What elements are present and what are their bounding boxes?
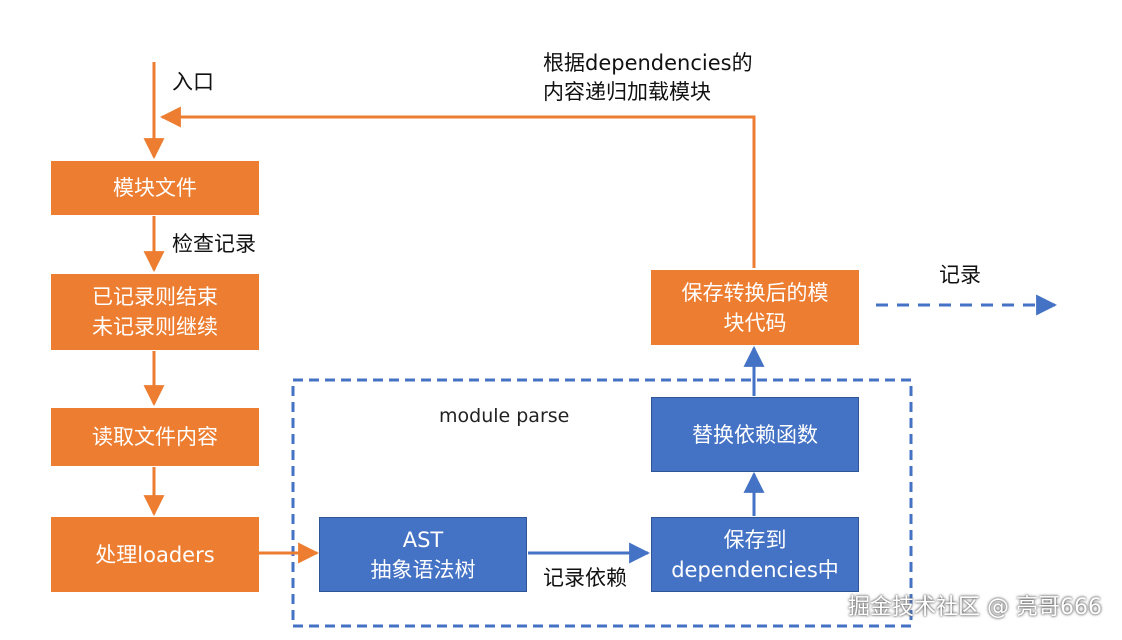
module-parse-group-border [291,378,913,628]
check-result-line-2: 未记录则继续 [92,315,218,339]
replace-deps-text: 替换依赖函数 [692,422,818,447]
save-code-node: 保存转换后的模 块代码 [651,270,859,345]
replace-deps-node: 替换依赖函数 [651,397,859,472]
recursive-load-arrow [159,106,756,268]
loaders-node: 处理loaders [51,517,259,592]
save-deps-line-2: dependencies中 [671,557,839,582]
recursive-load-line-1: 根据dependencies的 [543,51,753,75]
watermark: 掘金技术社区 @ 亮哥666 [848,595,1102,620]
save-code-line-1: 保存转换后的模 [681,280,829,305]
check-result-line-1: 已记录则结束 [92,285,218,309]
save-deps-node: 保存到 dependencies中 [651,517,859,592]
ast-line-1: AST [402,527,444,552]
recursive-load-label: 根据dependencies的 内容递归加载模块 [543,49,753,107]
save-code-line-2: 块代码 [723,310,787,335]
loaders-text: 处理loaders [95,542,215,567]
recursive-load-line-2: 内容递归加载模块 [543,80,711,104]
check-record-label: 检查记录 [172,232,256,256]
module-file-text: 模块文件 [113,176,197,200]
module-file-node: 模块文件 [51,161,259,215]
ast-node: AST 抽象语法树 [319,517,527,592]
save-deps-line-1: 保存到 [723,527,787,552]
check-result-node: 已记录则结束 未记录则继续 [51,274,259,350]
module-parse-label: module parse [439,405,570,427]
read-file-text: 读取文件内容 [92,425,218,449]
record-label: 记录 [939,263,981,287]
record-deps-label: 记录依赖 [543,566,627,590]
ast-line-2: 抽象语法树 [370,557,476,582]
read-file-node: 读取文件内容 [51,408,259,466]
entry-label: 入口 [172,70,214,94]
